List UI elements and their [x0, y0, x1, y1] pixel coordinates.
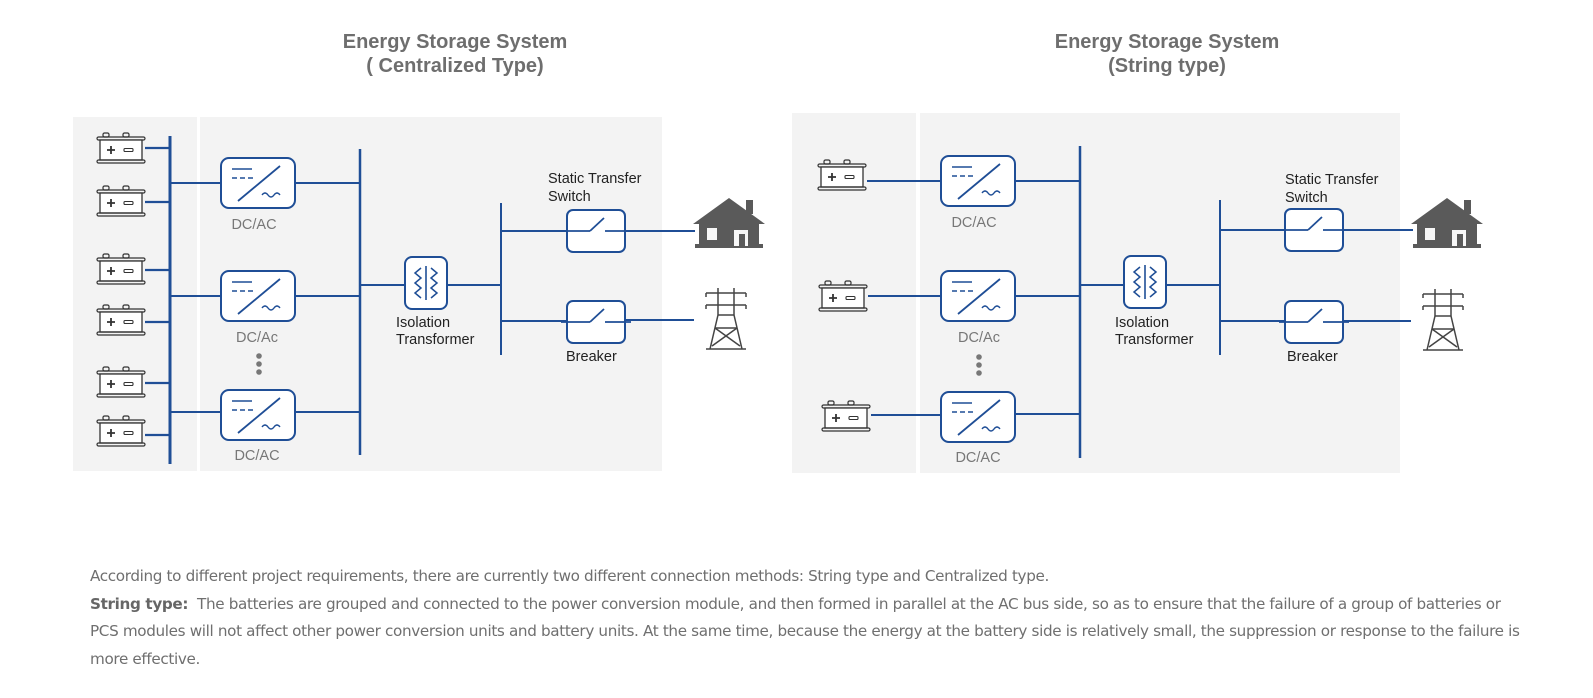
static-transfer-switch-icon: [1278, 208, 1350, 252]
converter-label: DC/Ac: [236, 330, 278, 346]
dc-ac-converter-icon: [220, 157, 296, 209]
battery-icon: [96, 415, 146, 447]
battery-icon: [96, 132, 146, 164]
converter-label: DC/AC: [951, 215, 996, 231]
transformer-label: Transformer: [396, 332, 475, 348]
string-type-body: The batteries are grouped and connected …: [90, 594, 1520, 668]
breaker-label: Breaker: [566, 349, 617, 365]
isolation-transformer-icon: [404, 256, 448, 310]
isolation-transformer-icon: [1123, 255, 1167, 309]
static-transfer-switch-icon: [560, 209, 632, 253]
battery-icon: [817, 159, 867, 191]
battery-icon: [96, 304, 146, 336]
string-title-line1: Energy Storage System: [1054, 31, 1280, 53]
dc-ac-converter-icon: [940, 155, 1016, 207]
string-diagram: DC/AC DC/Ac DC/AC Isolation Transformer …: [792, 113, 1483, 473]
string-title: Energy Storage System (String type): [1017, 30, 1317, 78]
transmission-tower-icon: [705, 287, 747, 350]
house-icon: [1411, 198, 1483, 248]
breaker-label: Breaker: [1287, 349, 1338, 365]
centralized-diagram: DC/AC DC/Ac DC/AC Isolation Transformer …: [73, 117, 765, 471]
description-intro: According to different project requireme…: [90, 567, 1049, 585]
transmission-tower-icon: [1422, 288, 1464, 351]
dc-ac-converter-icon: [220, 270, 296, 322]
sts-label: Static Transfer: [548, 171, 642, 187]
battery-icon: [96, 185, 146, 217]
description: According to different project requireme…: [90, 563, 1530, 673]
transformer-label: Isolation: [396, 315, 450, 331]
battery-panel: [73, 117, 197, 471]
transformer-label: Isolation: [1115, 315, 1169, 331]
breaker-icon: [560, 300, 632, 344]
battery-icon: [96, 253, 146, 285]
transformer-label: Transformer: [1115, 332, 1194, 348]
diagrams-canvas: DC/AC DC/Ac DC/AC Isolation Transformer …: [73, 113, 1483, 473]
centralized-title-line1: Energy Storage System: [342, 31, 568, 53]
converter-label: DC/AC: [955, 450, 1000, 466]
converter-label: DC/AC: [234, 448, 279, 464]
dc-ac-converter-icon: [940, 391, 1016, 443]
centralized-title: Energy Storage System ( Centralized Type…: [305, 30, 605, 78]
converter-label: DC/Ac: [958, 330, 1000, 346]
sts-label: Switch: [548, 189, 591, 205]
house-icon: [693, 198, 765, 248]
dc-ac-converter-icon: [940, 270, 1016, 322]
battery-icon: [96, 366, 146, 398]
string-title-line2: (String type): [1108, 55, 1226, 77]
string-type-heading: String type:: [90, 594, 189, 613]
battery-icon: [821, 400, 871, 432]
more-ellipsis-icon: [976, 354, 982, 376]
battery-icon: [818, 280, 868, 312]
centralized-title-line2: ( Centralized Type): [366, 55, 544, 77]
more-ellipsis-icon: [256, 353, 262, 375]
converter-label: DC/AC: [231, 217, 276, 233]
breaker-icon: [1278, 300, 1350, 344]
description-string-type: String type: The batteries are grouped a…: [90, 591, 1530, 674]
sts-label: Static Transfer: [1285, 172, 1379, 188]
dc-ac-converter-icon: [220, 389, 296, 441]
sts-label: Switch: [1285, 190, 1328, 206]
